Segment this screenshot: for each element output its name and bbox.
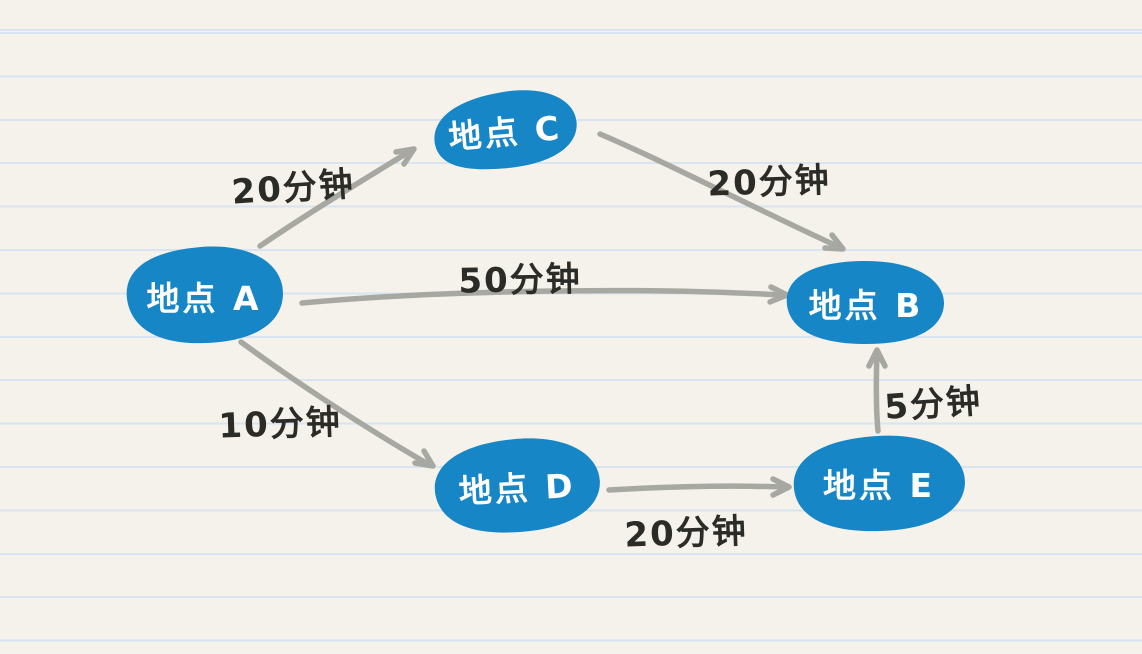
edge-c-b-label: 20分钟 [706, 160, 832, 205]
node-c-label: 地点 C [446, 108, 564, 157]
edge-a-b-arrowhead [767, 284, 790, 305]
edge-a-d-label: 10分钟 [217, 402, 343, 447]
edge-d-e-label: 20分钟 [623, 511, 749, 556]
node-e-label: 地点 E [822, 466, 936, 505]
node-d-label: 地点 D [457, 465, 577, 512]
edge-a-d-arrowhead [412, 448, 436, 469]
node-b-blob [786, 260, 945, 345]
edge-d-e-arrowhead [770, 476, 792, 498]
edge-a-c-arrowhead [393, 146, 417, 167]
node-a-blob [126, 246, 283, 344]
edge-c-b-arrow [597, 131, 840, 249]
edge-d-e-arrow [606, 483, 786, 493]
edge-e-b-label: 5分钟 [883, 381, 984, 428]
node-d-blob [434, 438, 600, 533]
edge-a-b-label: 50分钟 [458, 259, 583, 302]
edge-e-b-arrowhead [866, 347, 888, 369]
node-e-blob [793, 435, 965, 532]
edge-a-c-label: 20分钟 [230, 164, 357, 213]
node-c-blob [434, 90, 577, 170]
edge-a-d-arrow [238, 339, 431, 467]
edge-c-b-arrowhead [822, 232, 846, 252]
node-b-label: 地点 B [808, 286, 924, 325]
edge-a-b-arrow [299, 287, 784, 306]
node-a-label: 地点 A [146, 279, 262, 318]
edge-a-c-arrow [257, 150, 410, 249]
edge-e-b-arrow [873, 351, 881, 434]
